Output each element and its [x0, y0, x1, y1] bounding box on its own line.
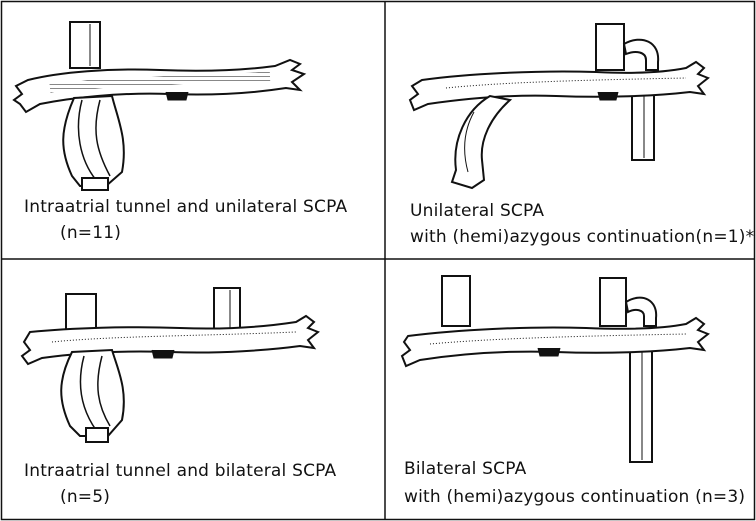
- vessel-illustration-1: [0, 0, 385, 259]
- panel-tunnel-unilateral: Intraatrial tunnel and unilateral SCPA (…: [0, 0, 385, 259]
- panel-bilateral-azygous: Bilateral SCPA with (hemi)azygous contin…: [386, 260, 756, 521]
- panel-tunnel-bilateral: Intraatrial tunnel and bilateral SCPA (n…: [0, 260, 385, 521]
- caption-line1: Intraatrial tunnel and bilateral SCPA: [24, 460, 336, 482]
- vessel-illustration-4: [386, 260, 756, 521]
- caption-line2: with (hemi)azygous continuation(n=1)*: [410, 226, 754, 248]
- caption-line2: (n=11): [60, 222, 121, 244]
- caption-line1: Intraatrial tunnel and unilateral SCPA: [24, 196, 347, 218]
- caption-line1: Unilateral SCPA: [410, 200, 544, 222]
- caption-line2: (n=5): [60, 486, 110, 508]
- caption-line1: Bilateral SCPA: [404, 458, 526, 480]
- caption-line2: with (hemi)azygous continuation (n=3): [404, 486, 745, 508]
- panel-unilateral-azygous: Unilateral SCPA with (hemi)azygous conti…: [386, 0, 756, 259]
